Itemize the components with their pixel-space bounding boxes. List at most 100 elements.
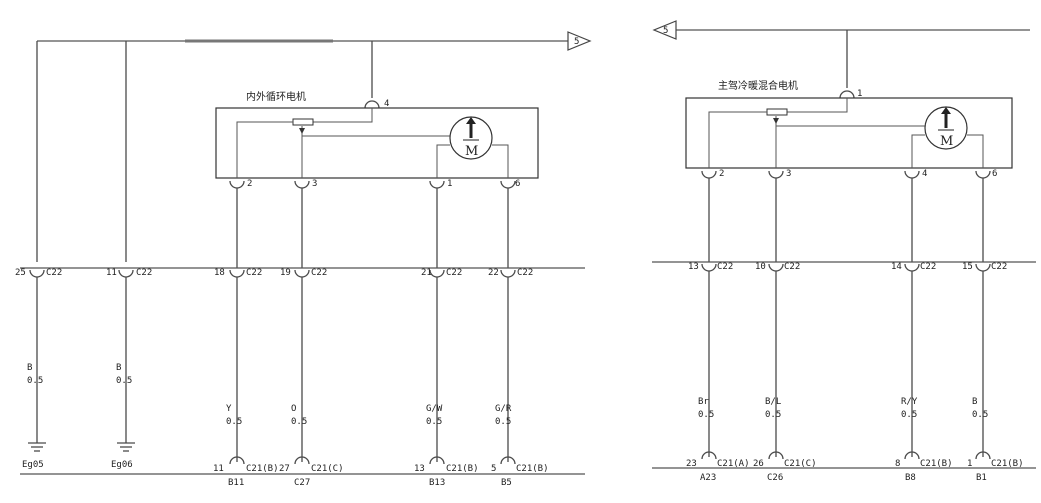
- right-wire-2-color: B/L: [765, 397, 781, 407]
- right-motor-pin-2: 2: [719, 169, 724, 179]
- left-motor-pin-1-icon: [429, 180, 445, 189]
- right-motor-pin-3: 3: [786, 169, 791, 179]
- right-c21-8-pin: 8: [895, 459, 900, 469]
- right-motor-pin-6-icon: [975, 170, 991, 179]
- left-node-b13: B13: [429, 478, 445, 488]
- left-wire-2-color: B: [116, 363, 121, 373]
- right-c21-23-icon: [701, 451, 717, 460]
- right-c21-1-conn: C21(B): [991, 459, 1024, 469]
- right-diagram: 5 1 主驾冷暖混合电机 M 2 3 4 6: [652, 20, 1036, 483]
- right-c22-15-icon: [975, 263, 991, 272]
- left-c21-11-icon: [229, 456, 245, 465]
- right-c22-connectors: 13 C22 10 C22 14 C22 15 C22: [688, 262, 1007, 272]
- left-c22-19-pin: 19: [280, 268, 291, 278]
- right-wire-labels: Br 0.5 B/L 0.5 R/Y 0.5 B 0.5: [698, 397, 988, 420]
- left-wire-4-size: 0.5: [291, 417, 307, 427]
- left-int-wire-a: [313, 108, 373, 123]
- right-c21-1-pin: 1: [967, 459, 972, 469]
- left-c22-21-icon: [429, 269, 445, 278]
- right-c22-13-pin: 13: [688, 262, 699, 272]
- left-c21-11-conn: C21(B): [246, 464, 279, 474]
- right-c21-26-icon: [768, 451, 784, 460]
- right-c22-14-icon: [904, 263, 920, 272]
- right-node-b1: B1: [976, 473, 987, 483]
- left-wire-6-color: G/R: [495, 404, 512, 414]
- left-wire-1-size: 0.5: [27, 376, 43, 386]
- left-diagram: 5 4 内外循环电机 M 2 3 1: [15, 31, 592, 488]
- left-c22-18-icon: [229, 269, 245, 278]
- right-c22-15-pin: 15: [962, 262, 973, 272]
- right-motor-arrowhead-icon: [941, 107, 951, 114]
- left-node-c27: C27: [294, 478, 310, 488]
- right-power-pin: 1: [857, 89, 862, 99]
- left-node-b11: B11: [228, 478, 244, 488]
- left-int-wire-f: [492, 144, 509, 178]
- right-c21-26-pin: 26: [753, 459, 764, 469]
- left-c22-25-conn: C22: [46, 268, 62, 278]
- left-resistor: [292, 118, 314, 126]
- right-c22-13-icon: [701, 263, 717, 272]
- left-power-pin: 4: [384, 99, 389, 109]
- right-c22-10-icon: [768, 263, 784, 272]
- right-wire-2-size: 0.5: [765, 410, 781, 420]
- left-power-pin-connector: [364, 100, 380, 109]
- left-motor-pin-2-icon: [229, 180, 245, 189]
- left-motor-pin-6: 6: [515, 179, 520, 189]
- right-motor-pin-4: 4: [922, 169, 927, 179]
- left-c21-13-pin: 13: [414, 464, 425, 474]
- right-c22-10-conn: C22: [784, 262, 800, 272]
- left-c21-27-icon: [294, 456, 310, 465]
- left-motor-pin-3: 3: [312, 179, 317, 189]
- right-resistor: [766, 108, 788, 116]
- right-wire-4-size: 0.5: [972, 410, 988, 420]
- left-wire-1-color: B: [27, 363, 32, 373]
- left-node-b5: B5: [501, 478, 512, 488]
- left-c22-18-pin: 18: [214, 268, 225, 278]
- right-c21-connectors: 23 C21(A) A23 26 C21(C) C26 8 C21(B) B8 …: [686, 451, 1024, 483]
- left-c21-5-conn: C21(B): [516, 464, 549, 474]
- left-wire-5-size: 0.5: [426, 417, 442, 427]
- right-int-wire-b: [708, 111, 767, 168]
- right-title: 主驾冷暖混合电机: [718, 79, 798, 92]
- left-c21-connectors: 11 C21(B) B11 27 C21(C) C27 13 C21(B) B1…: [213, 456, 549, 488]
- right-c21-8-conn: C21(B): [920, 459, 953, 469]
- right-wire-3-size: 0.5: [901, 410, 917, 420]
- right-c22-15-conn: C22: [991, 262, 1007, 272]
- left-c22-19-conn: C22: [311, 268, 327, 278]
- right-motor-pins: 2 3 4 6: [701, 169, 997, 179]
- left-motor-pin-2: 2: [247, 179, 252, 189]
- right-int-wire-a: [787, 98, 848, 113]
- left-c21-13-icon: [429, 456, 445, 465]
- left-c21-11-pin: 11: [213, 464, 224, 474]
- left-int-wire-e: [436, 144, 450, 178]
- left-arrow-icon: [567, 31, 592, 51]
- left-motor-pin-6-icon: [500, 180, 516, 189]
- ground-icon: Eg05: [22, 442, 46, 470]
- left-c22-19-icon: [294, 269, 310, 278]
- left-c21-5-icon: [500, 456, 516, 465]
- left-c21-13-conn: C21(B): [446, 464, 479, 474]
- right-c22-10-pin: 10: [755, 262, 766, 272]
- left-int-wire-b: [236, 121, 293, 178]
- right-power-pin-connector: [839, 90, 855, 99]
- right-node-b8: B8: [905, 473, 916, 483]
- left-wire-labels: B 0.5 B 0.5 Y 0.5 O 0.5 G/W 0.5 G/R 0.5: [27, 363, 512, 427]
- left-wire-3-color: Y: [226, 404, 232, 414]
- right-c21-8-icon: [904, 451, 920, 460]
- left-c22-connectors: 25 C22 11 C22 18 C22 19 C22 21 C22 22 C2…: [15, 268, 533, 278]
- left-c22-22-pin: 22: [488, 268, 499, 278]
- right-wiper-icon: [773, 118, 779, 124]
- left-wire-3-size: 0.5: [226, 417, 242, 427]
- right-arrow-icon: [652, 20, 677, 40]
- right-int-wire-f: [967, 134, 984, 168]
- left-title: 内外循环电机: [246, 90, 306, 103]
- right-arrow-label: 5: [663, 26, 668, 36]
- right-motor-label: M: [940, 134, 953, 149]
- left-motor-pin-3-icon: [294, 180, 310, 189]
- right-motor-box: [685, 97, 1013, 169]
- right-wire-3-color: R/Y: [901, 397, 918, 407]
- right-c21-23-conn: C21(A): [717, 459, 750, 469]
- left-c22-22-icon: [500, 269, 516, 278]
- right-motor-pin-3-icon: [768, 170, 784, 179]
- right-c21-23-pin: 23: [686, 459, 697, 469]
